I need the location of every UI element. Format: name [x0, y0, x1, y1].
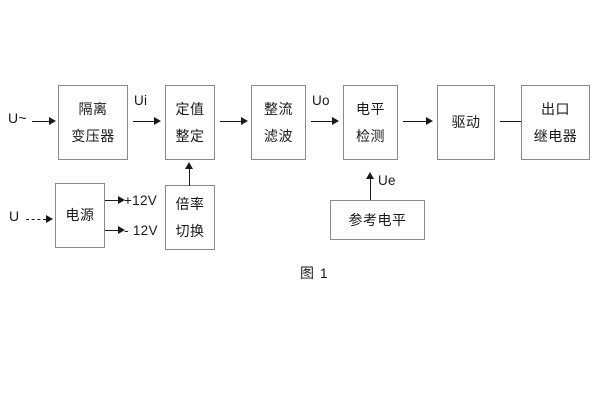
block-output-relay: 出口 继电器: [521, 85, 590, 160]
block-multiplier-switch-line1: 倍率: [175, 195, 205, 212]
block-level-detection-line1: 电平: [356, 100, 385, 117]
block-output-relay-line1: 出口: [541, 100, 570, 117]
block-output-relay-line2: 继电器: [533, 127, 578, 144]
block-multiplier-switch-line2: 切换: [175, 222, 205, 239]
input-label-dc: U: [9, 208, 20, 224]
arrow-reference-level-to-level-detection: [366, 172, 375, 200]
block-reference-level-line1: 参考电平: [348, 211, 407, 228]
block-level-detection: 电平 检测: [343, 85, 398, 160]
signal-label-ui: Ui: [134, 93, 148, 108]
block-isolation-transformer: 隔离 变压器: [58, 85, 128, 160]
arrow-input-dc-to-power-supply: [26, 215, 54, 224]
block-power-supply: 电源: [55, 183, 105, 248]
block-power-supply-line1: 电源: [65, 207, 95, 224]
rail-label-negative: - 12V: [124, 223, 158, 238]
signal-label-ue: Ue: [378, 173, 396, 188]
block-rectify-filter-line1: 整流: [264, 100, 293, 117]
arrow-input-ac-to-isolation-transformer: [32, 117, 56, 126]
arrow-rectify-filter-to-level-detection: [311, 117, 341, 126]
input-label-ac: U~: [8, 110, 27, 126]
signal-label-uo: Uo: [312, 93, 330, 108]
arrow-setting-value-to-rectify-filter: [220, 117, 250, 126]
block-isolation-transformer-line1: 隔离: [78, 100, 108, 117]
block-multiplier-switch: 倍率 切换: [165, 185, 215, 250]
block-setting-value-line2: 整定: [175, 127, 205, 144]
arrow-isolation-transformer-to-setting-value: [133, 117, 163, 126]
block-reference-level: 参考电平: [330, 200, 425, 240]
block-rectify-filter: 整流 滤波: [251, 85, 306, 160]
block-drive: 驱动: [437, 85, 495, 160]
arrow-multiplier-switch-to-setting-value: [185, 162, 194, 186]
block-rectify-filter-line2: 滤波: [264, 127, 293, 144]
rail-label-positive: +12V: [124, 193, 158, 208]
block-isolation-transformer-line2: 变压器: [71, 127, 115, 144]
block-setting-value-line1: 定值: [175, 100, 205, 117]
figure-caption: 图 1: [300, 265, 329, 281]
arrow-rail-positive: [105, 196, 125, 205]
block-drive-line1: 驱动: [451, 114, 481, 131]
block-level-detection-line2: 检测: [356, 127, 385, 144]
arrow-rail-negative: [105, 226, 125, 235]
arrow-level-detection-to-drive: [403, 117, 435, 126]
block-setting-value: 定值 整定: [165, 85, 215, 160]
